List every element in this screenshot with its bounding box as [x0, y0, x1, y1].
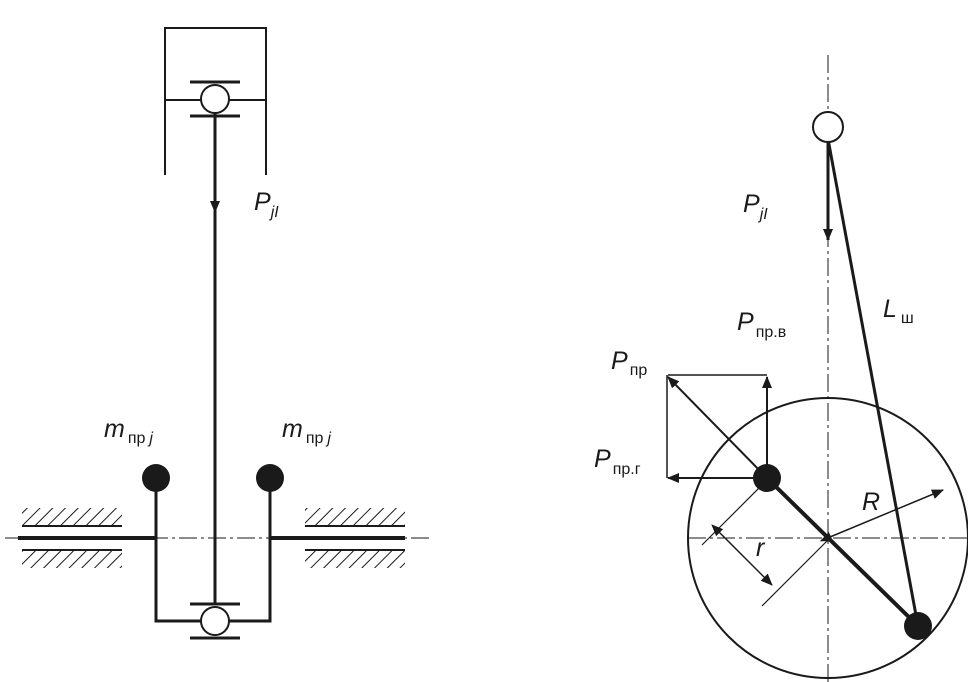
label-pj-left: PjI	[254, 188, 279, 221]
extension-line-lower	[761, 539, 829, 607]
bearing-top-right	[305, 508, 405, 526]
connecting-rod-right	[826, 138, 920, 627]
dimension-r-small	[711, 524, 773, 586]
crank-arm-right	[229, 488, 272, 623]
bearing-bottom-left	[22, 550, 122, 568]
piston-pin	[200, 84, 230, 114]
piston-outline	[164, 27, 267, 175]
mass-left	[142, 464, 170, 492]
crank-pin	[200, 606, 230, 636]
label-r-small: r	[756, 534, 766, 562]
label-pj-right: PjI	[743, 190, 768, 223]
bearing-bottom-right	[305, 550, 405, 568]
crank-line	[765, 476, 920, 628]
bearing-top-left	[22, 508, 122, 526]
dimension-r-big	[819, 489, 944, 542]
crank-arm-left	[154, 488, 201, 623]
crank-pin-right	[904, 612, 932, 640]
piston-pin-right	[812, 111, 844, 143]
force-arrow-ppr	[667, 376, 768, 479]
crank-circle	[687, 397, 968, 679]
label-r-big: R	[862, 488, 880, 516]
mass-right	[256, 464, 284, 492]
